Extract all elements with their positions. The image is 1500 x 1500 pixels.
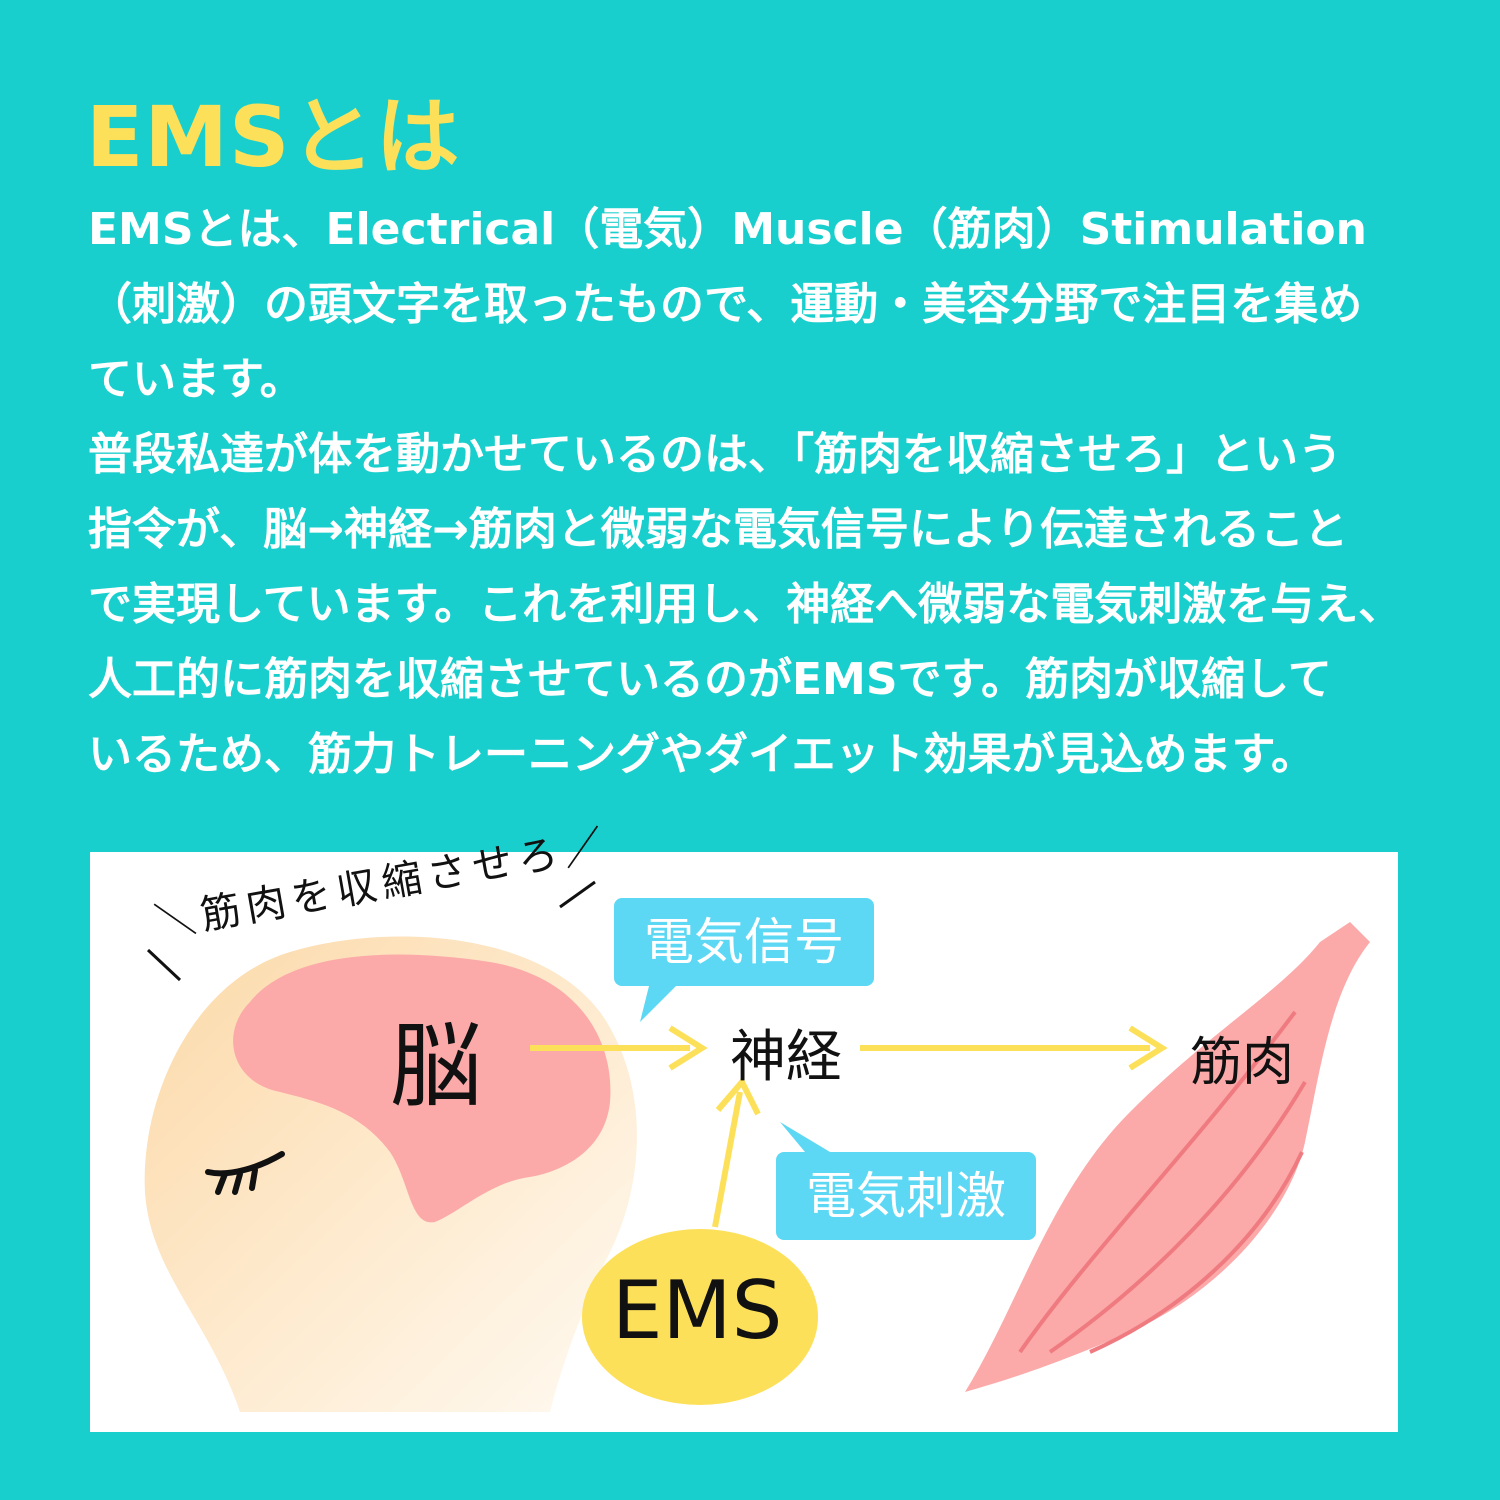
arrow-brain-to-nerve [530, 1025, 708, 1071]
ems-badge [582, 1229, 818, 1405]
arrow-nerve-to-muscle [860, 1025, 1168, 1071]
diagram-graphics [144, 880, 1370, 1412]
muscle-label: 筋肉 [1190, 1033, 1295, 1093]
diagram-panel: ＼筋肉を収縮させろ／ 脳 神経 筋肉 電気信号 電気刺激 EMS [90, 822, 1398, 1432]
bubble-tail [780, 1122, 830, 1152]
ems-label: EMS [612, 1264, 783, 1357]
paragraph-line: 普段私達が体を動かせているのは、「筋肉を収縮させろ」という [88, 429, 1342, 480]
paragraph-line: EMSとは、Electrical（電気）Muscle（筋肉）Stimulatio… [88, 204, 1367, 255]
paragraph-line: 人工的に筋肉を収縮させているのがEMSです。筋肉が収縮して [88, 654, 1332, 705]
brain-label: 脳 [390, 1013, 483, 1120]
closed-eye-icon [205, 1151, 285, 1195]
paragraph-line: いるため、筋力トレーニングやダイエット効果が見込めます。 [88, 729, 1316, 780]
paragraph-line: 指令が、脳→神経→筋肉と微弱な電気信号により伝達されること [88, 504, 1348, 555]
bubble-tail [640, 982, 680, 1022]
command-slashes [146, 880, 596, 982]
brain-illustration [233, 954, 611, 1223]
arrow-ems-to-nerve [712, 1076, 761, 1228]
electric-signal-bubble: 電気信号 [614, 898, 874, 986]
nerve-label: 神経 [730, 1025, 842, 1090]
electric-stimulus-bubble: 電気刺激 [776, 1152, 1036, 1240]
muscle-illustration [965, 922, 1370, 1392]
paragraph-line: ています。 [88, 354, 304, 405]
description: EMSとは、Electrical（電気）Muscle（筋肉）Stimulatio… [88, 192, 1418, 792]
page-title: EMSとは [86, 88, 461, 186]
paragraph-line: （刺激）の頭文字を取ったもので、運動・美容分野で注目を集め [88, 279, 1363, 330]
paragraph-line: で実現しています。これを利用し、神経へ微弱な電気刺激を与え、 [88, 579, 1403, 630]
muscle-fibers [1018, 1010, 1307, 1354]
